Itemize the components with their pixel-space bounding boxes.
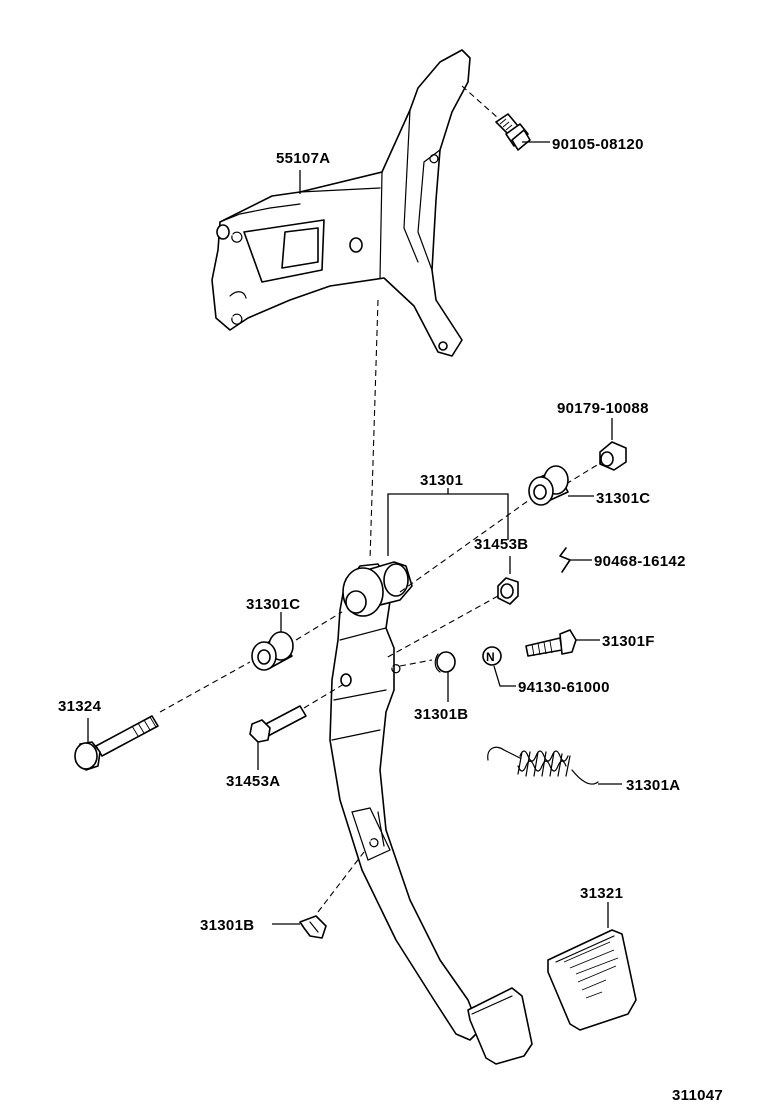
label-31301b-lower: 31301B [200, 917, 254, 934]
label-31301: 31301 [420, 472, 463, 489]
clip-part [559, 547, 592, 573]
pedal-pad-end [467, 987, 533, 1065]
label-94130-61000: 94130-61000 [518, 679, 610, 696]
pin-part [249, 683, 345, 770]
pedal-arm-part [329, 561, 481, 1041]
label-90179-10088: 90179-10088 [557, 400, 649, 417]
label-90468-16142: 90468-16142 [594, 553, 686, 570]
bushing-right-part [528, 465, 594, 506]
cushion-part [399, 651, 456, 702]
n-mark: N [486, 650, 495, 664]
label-31453a: 31453A [226, 773, 280, 790]
label-31301c-left: 31301C [246, 596, 300, 613]
spring-part [487, 746, 622, 785]
label-31301a: 31301A [626, 777, 680, 794]
bolt-small-part [525, 629, 600, 657]
collar-part [385, 556, 519, 659]
label-90105-08120: 90105-08120 [552, 136, 644, 153]
label-55107a: 55107A [276, 150, 330, 167]
label-31324: 31324 [58, 698, 102, 715]
bracket-part [211, 49, 471, 357]
bolt-top-part [461, 85, 531, 151]
pad-part [547, 902, 637, 1031]
label-31301f: 31301F [602, 633, 655, 650]
pin-bolt-part [74, 661, 251, 771]
nut-part [599, 418, 627, 471]
nut-n-part: N [482, 646, 516, 687]
label-31301b-upper: 31301B [414, 706, 468, 723]
label-31321: 31321 [580, 885, 623, 902]
label-31301c-right: 31301C [596, 490, 650, 507]
stopper-part [272, 851, 365, 939]
label-31453b: 31453B [474, 536, 528, 553]
figure-number: 311047 [672, 1087, 723, 1104]
bushing-left-part [251, 611, 343, 671]
